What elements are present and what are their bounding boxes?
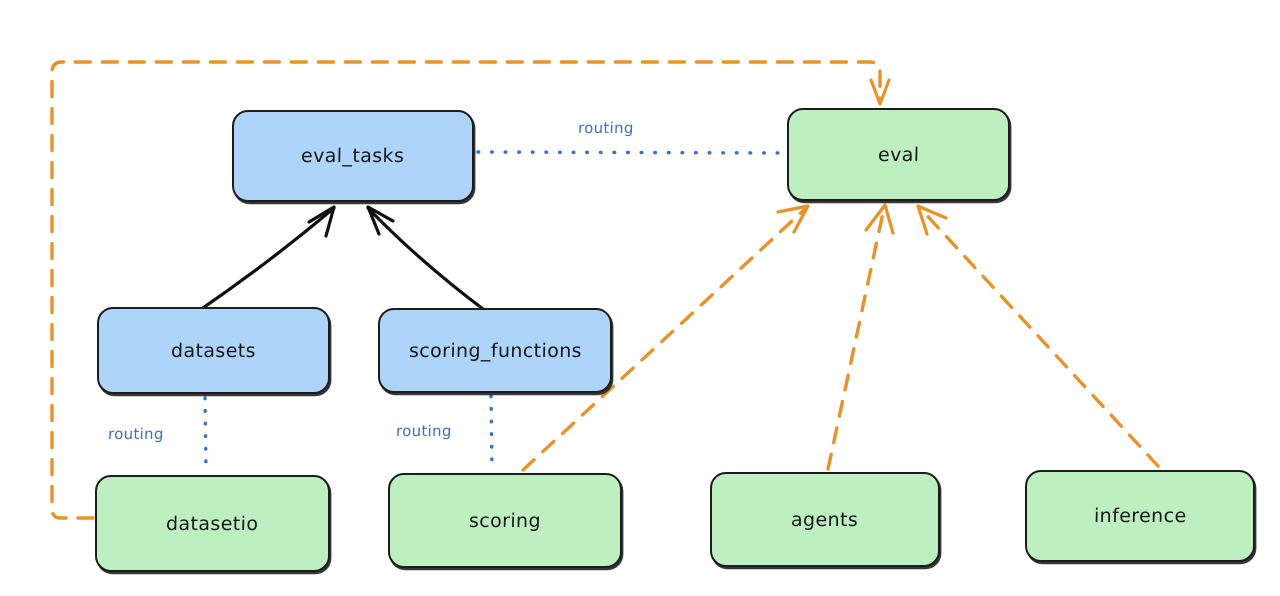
- node-label: eval_tasks: [301, 145, 405, 167]
- edge-agents-eval: [826, 206, 886, 471]
- arrowhead-datasets-eval_tasks: [307, 205, 336, 238]
- node-label: inference: [1093, 505, 1187, 527]
- edge-scoring_functions-scoring: [489, 394, 494, 471]
- edge-datasets-eval_tasks: [198, 206, 336, 312]
- node-datasetio[interactable]: datasetio: [95, 475, 330, 572]
- node-label: agents: [791, 508, 859, 531]
- node-inference[interactable]: inference: [1025, 470, 1255, 562]
- edge-inference-eval: [918, 206, 1160, 468]
- node-label: scoring_functions: [408, 339, 582, 362]
- edge-label-routing-datasets: routing: [107, 425, 165, 443]
- node-scoring[interactable]: scoring: [388, 473, 622, 568]
- arrowhead-scoring_functions-eval_tasks: [366, 205, 395, 236]
- arrowhead-agents-eval: [864, 203, 895, 235]
- node-label: datasetio: [166, 512, 259, 535]
- node-eval-tasks[interactable]: eval_tasks: [232, 110, 474, 202]
- edge-label-routing-eval: routing: [577, 119, 635, 137]
- arrowhead-scoring-eval: [776, 204, 810, 234]
- arrowhead-inference-eval: [916, 204, 948, 236]
- node-label: eval: [877, 143, 920, 166]
- arrowhead-datasetio-eval: [869, 78, 891, 106]
- node-label: scoring: [468, 509, 542, 532]
- node-agents[interactable]: agents: [710, 472, 940, 567]
- node-datasets[interactable]: datasets: [97, 307, 330, 394]
- node-label: datasets: [170, 339, 257, 362]
- solid-edges: [198, 205, 489, 314]
- edge-eval_tasks-eval: [476, 150, 787, 155]
- edge-label-routing-scoring: routing: [395, 422, 453, 440]
- node-eval[interactable]: eval: [787, 108, 1010, 201]
- edge-datasets-datasetio: [203, 396, 208, 472]
- edge-scoring_functions-eval_tasks: [366, 206, 489, 314]
- node-scoring-functions[interactable]: scoring_functions: [378, 308, 612, 393]
